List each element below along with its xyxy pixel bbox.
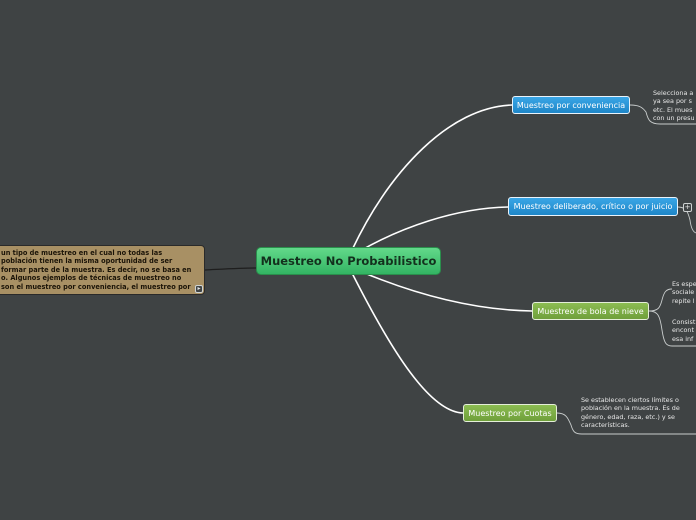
topic-muestreo-por-cuotas[interactable]: Muestreo por Cuotas — [463, 404, 557, 422]
note-bola-de-nieve-2: Consist encont esa inf — [672, 318, 695, 343]
connector-note-bola-1 — [648, 288, 673, 312]
connector-note-cuotas — [556, 412, 696, 435]
definition-box[interactable]: un tipo de muestreo en el cual no todas … — [0, 245, 205, 295]
note-line: esa inf — [672, 334, 694, 343]
connector-note-conveniencia — [629, 104, 696, 125]
note-line: Es espe — [672, 280, 696, 288]
definition-line: formar parte de la muestra. Es decir, no… — [1, 265, 192, 274]
note-line: características. — [581, 420, 630, 429]
connector-definition — [204, 267, 257, 271]
definition-expand-icon[interactable]: ▸ — [195, 285, 203, 293]
connector-bola-de-nieve — [361, 271, 533, 312]
note-bola-de-nieve-1: Es espe sociale repite l — [672, 280, 696, 305]
topic-muestreo-por-conveniencia[interactable]: Muestreo por conveniencia — [512, 96, 630, 114]
note-line: Selecciona a — [653, 89, 694, 97]
note-line: repite l — [672, 296, 695, 305]
connector-note-bola-2 — [648, 310, 696, 347]
note-line: sociale — [672, 288, 695, 297]
topic-muestreo-bola-de-nieve[interactable]: Muestreo de bola de nieve — [532, 302, 649, 320]
note-line: población en la muestra. Es de — [581, 404, 680, 413]
note-line: con un presu — [653, 113, 695, 122]
note-line: ya sea por s — [653, 97, 692, 106]
definition-line: o. Algunos ejemplos de técnicas de muest… — [1, 274, 182, 283]
connector-conveniencia — [351, 104, 513, 251]
note-cuotas: Se establecen ciertos límites o població… — [581, 396, 680, 429]
definition-line: un tipo de muestreo en el cual no todas … — [1, 249, 163, 257]
expand-branch-icon[interactable]: + — [683, 203, 692, 212]
definition-line: son el muestreo por conveniencia, el mue… — [1, 282, 191, 291]
note-line: Consist — [672, 318, 696, 326]
definition-line: población tienen la misma oportunidad de… — [1, 257, 173, 266]
central-topic[interactable]: Muestreo No Probabilistico — [256, 247, 441, 275]
topic-muestreo-deliberado[interactable]: Muestreo deliberado, crítico o por juici… — [508, 197, 678, 216]
connector-deliberado — [359, 206, 509, 252]
note-line: Se establecen ciertos límites o — [581, 396, 679, 404]
note-line: encont — [672, 326, 694, 335]
note-conveniencia: Selecciona a ya sea por s etc. El mues c… — [653, 89, 695, 122]
note-line: etc. El mues — [653, 105, 693, 114]
connector-cuotas — [351, 272, 464, 414]
note-line: género, edad, raza, etc.) y se — [581, 412, 675, 421]
